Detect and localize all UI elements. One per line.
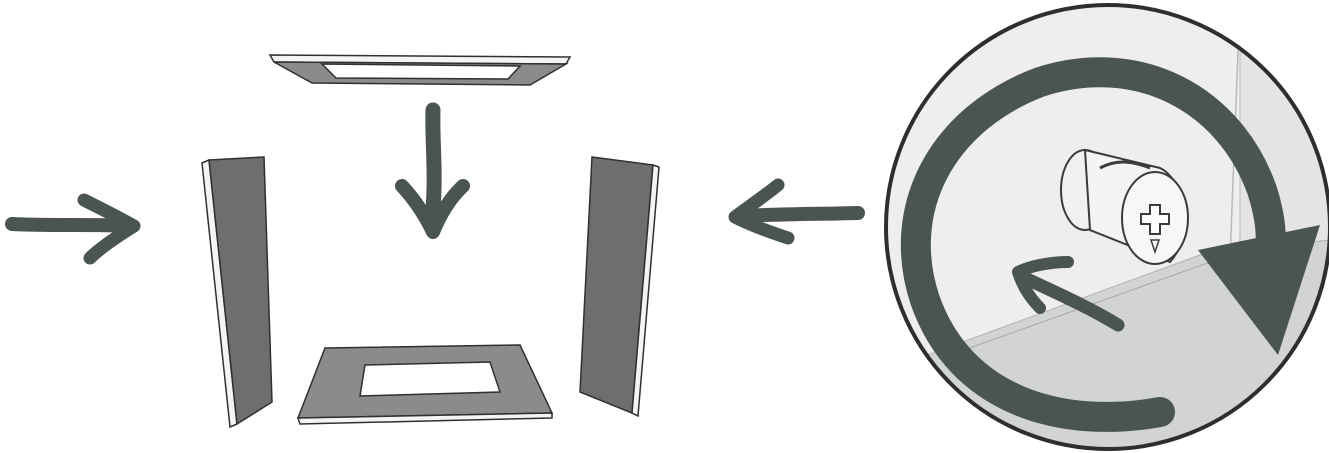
bottom-frame	[298, 345, 552, 424]
cam-lock-detail	[886, 0, 1329, 453]
down-arrow-icon	[402, 110, 463, 232]
left-side-panel	[202, 157, 272, 427]
right-side-panel	[580, 157, 659, 416]
right-arrow-icon	[12, 200, 134, 258]
left-arrow-icon	[735, 185, 858, 238]
top-panel	[270, 55, 570, 85]
